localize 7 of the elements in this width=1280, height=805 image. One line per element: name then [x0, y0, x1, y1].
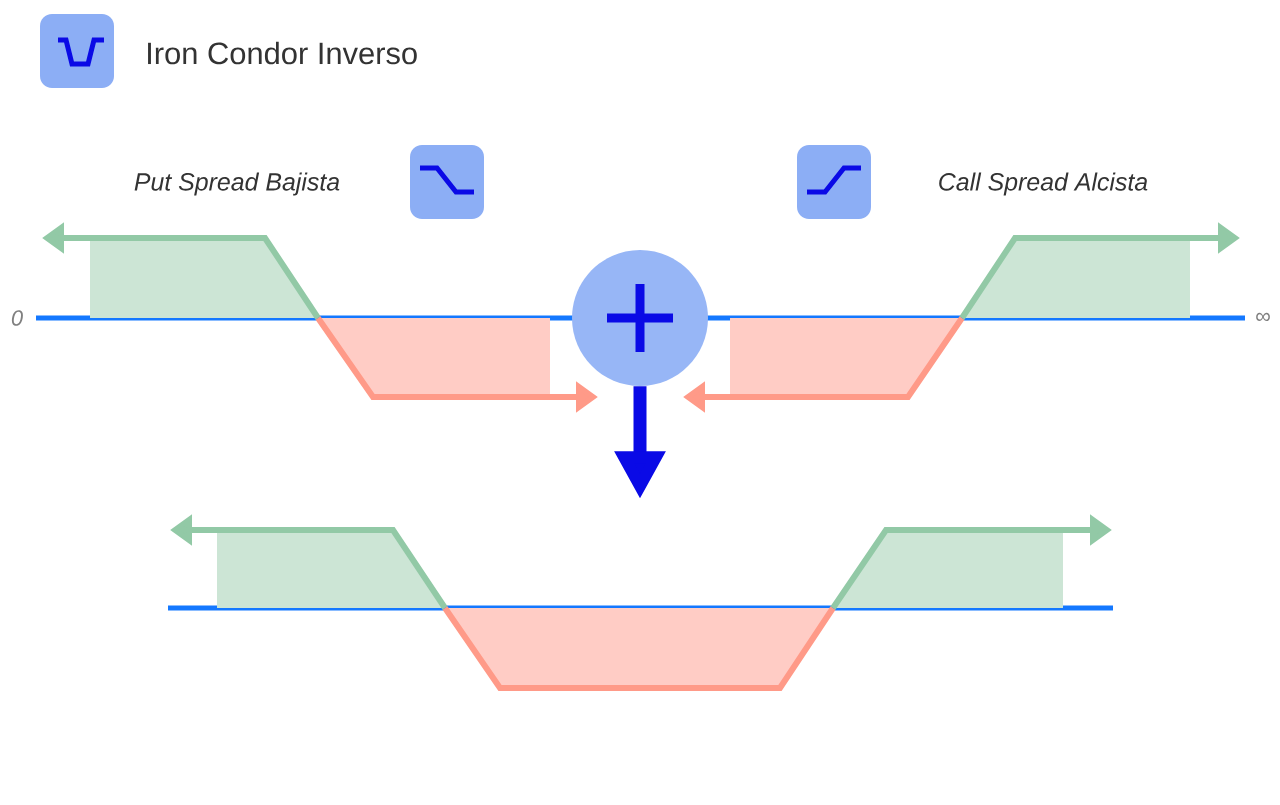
strategy-label: Put Spread Bajista: [134, 172, 340, 196]
title: Iron Condor Inverso: [148, 41, 417, 65]
axis-label: ∞: [1256, 312, 1270, 322]
axis-label: 0: [11, 310, 23, 326]
payoff-drawing: [168, 514, 1113, 691]
strategy-label: Call Spread Alcista: [939, 172, 1148, 196]
plus-circle: [572, 250, 708, 386]
